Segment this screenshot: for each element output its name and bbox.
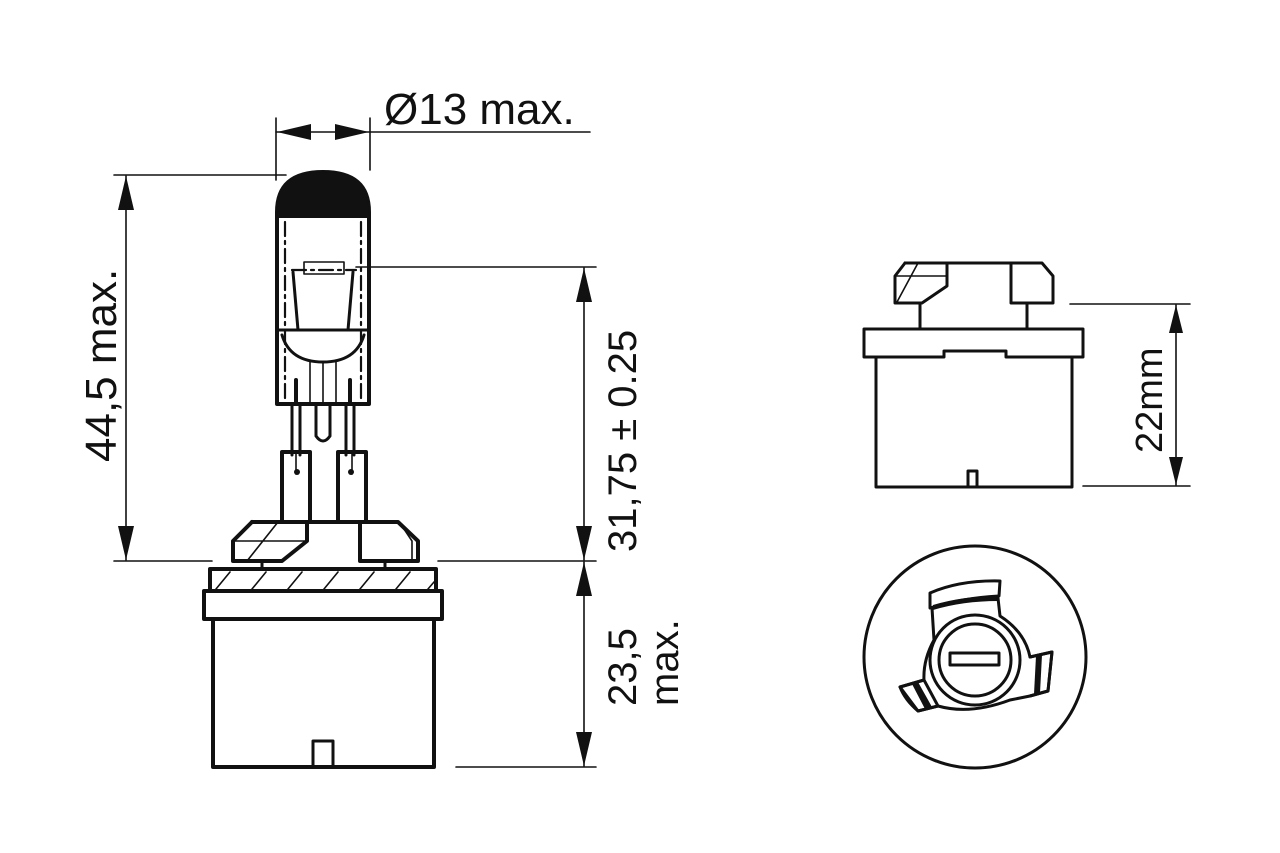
contact-slot [948,651,1001,667]
flange-right [250,520,420,563]
socket-body [874,355,1074,489]
filament [303,261,345,275]
dimension-overall-height: 44,5 max. [77,174,287,562]
socket-key [966,469,979,489]
outer-circle [862,544,1088,770]
dimension-base-height: 23,5 max. [455,561,687,768]
dome-cap [277,172,369,218]
dimension-socket-height: 22mm [1069,303,1191,487]
base-height-suffix: max. [643,619,687,706]
tab-left [893,261,949,305]
base-side-view [862,261,1085,489]
base-collar [202,589,444,621]
dimension-diameter: Ø13 max. [275,85,591,181]
socket-height-label: 22mm [1129,347,1171,453]
base-body [211,617,436,769]
socket-flange [862,327,1085,359]
flange-left [231,520,309,563]
key-slot [311,739,335,769]
left-tab [898,678,940,713]
base-height-value: 23,5 [601,628,645,706]
light-center-label: 31,75 ± 0.25 [601,330,645,552]
overall-height-label: 44,5 max. [77,269,126,462]
hatched-ring [208,567,438,593]
tab-right [903,261,1055,305]
diameter-label: Ø13 max. [384,85,575,134]
bulb-side-view [202,170,444,769]
dimension-light-center: 31,75 ± 0.25 [355,266,645,562]
socket-outline [898,596,1054,713]
base-bottom-view [862,544,1088,770]
